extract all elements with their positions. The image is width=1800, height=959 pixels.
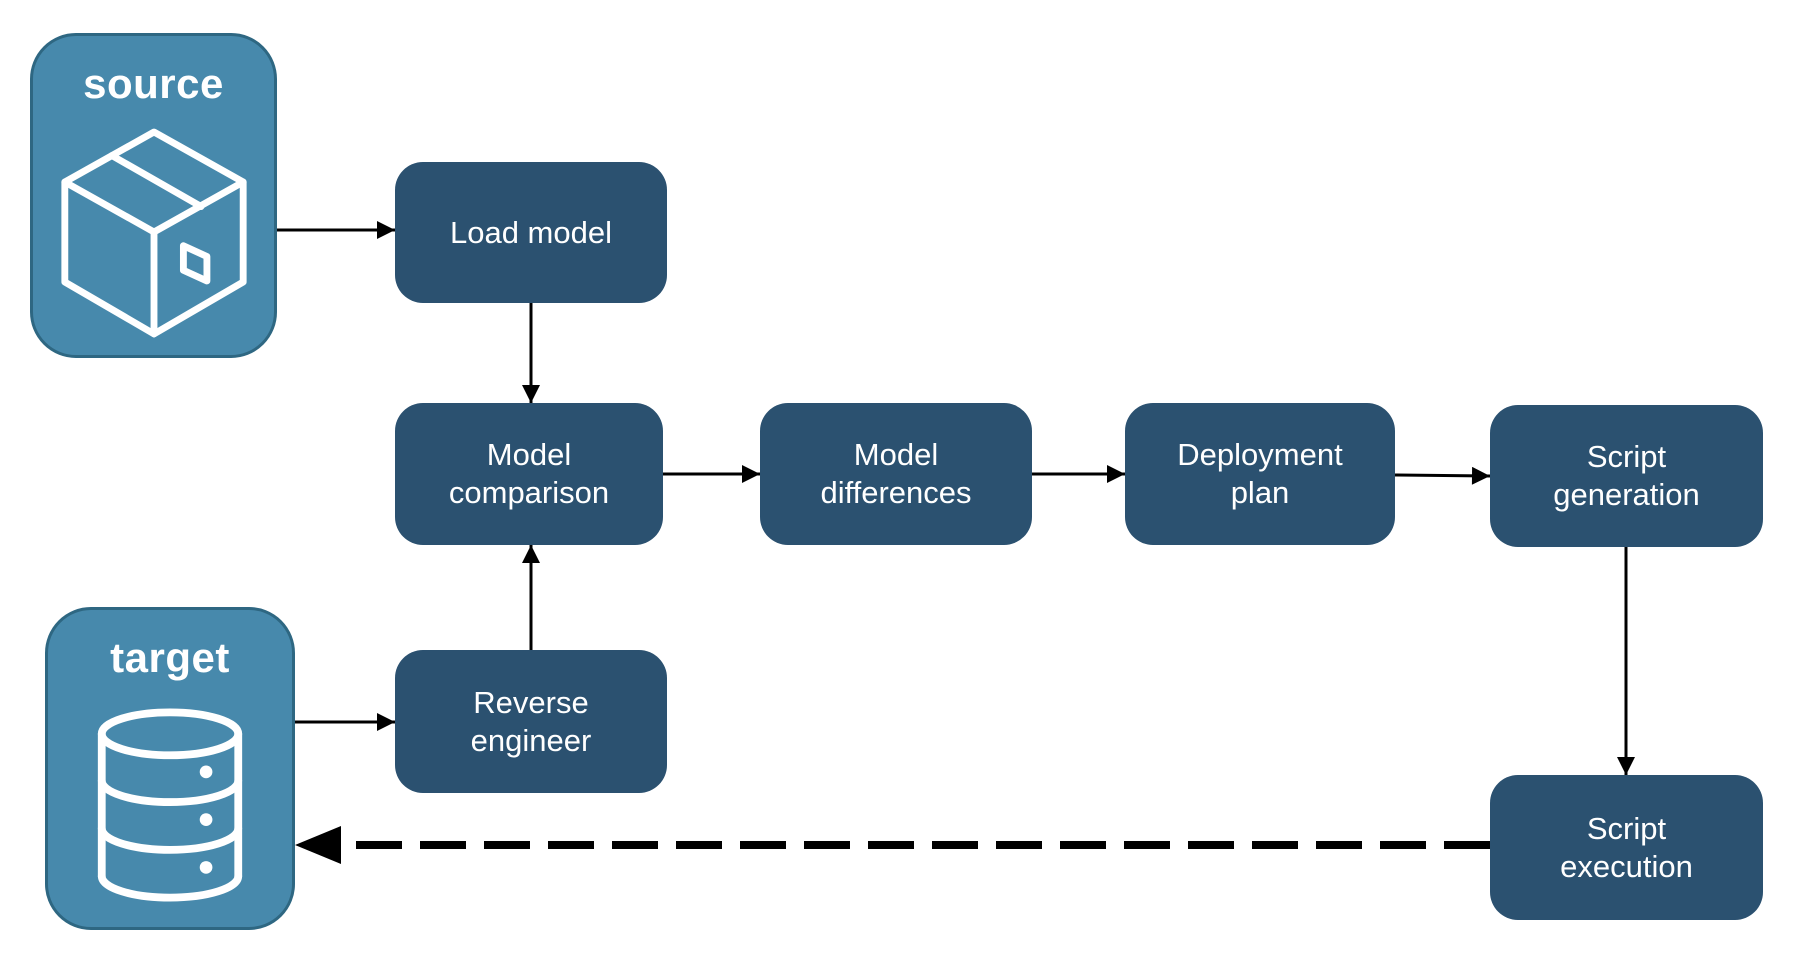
node-script-generation: Script generation: [1490, 405, 1763, 547]
source-label: source: [83, 60, 224, 107]
step-label: Reverse engineer: [470, 684, 592, 758]
node-load-model: Load model: [395, 162, 667, 303]
edge-deployment-plan-to-script-generation: [1394, 466, 1491, 485]
node-reverse-engineer: Reverse engineer: [395, 650, 667, 793]
node-model-comparison: Model comparison: [395, 403, 663, 545]
package-box-icon: [33, 108, 274, 355]
database-icon: [48, 682, 292, 927]
node-source: source: [30, 33, 277, 358]
step-label: Script execution: [1560, 810, 1693, 884]
dashed-arrowhead: [295, 826, 341, 864]
node-target: target: [45, 607, 295, 930]
node-deployment-plan: Deployment plan: [1125, 403, 1395, 545]
step-label: Model differences: [820, 437, 972, 510]
step-label: Deployment plan: [1177, 437, 1343, 510]
edge-script-execution-to-target: [295, 826, 1490, 864]
step-label: Load model: [449, 214, 612, 250]
node-model-differences: Model differences: [760, 403, 1032, 545]
node-script-execution: Script execution: [1490, 775, 1763, 920]
step-label: Model comparison: [448, 437, 610, 510]
target-label: target: [110, 634, 230, 681]
step-label: Script generation: [1553, 439, 1700, 512]
